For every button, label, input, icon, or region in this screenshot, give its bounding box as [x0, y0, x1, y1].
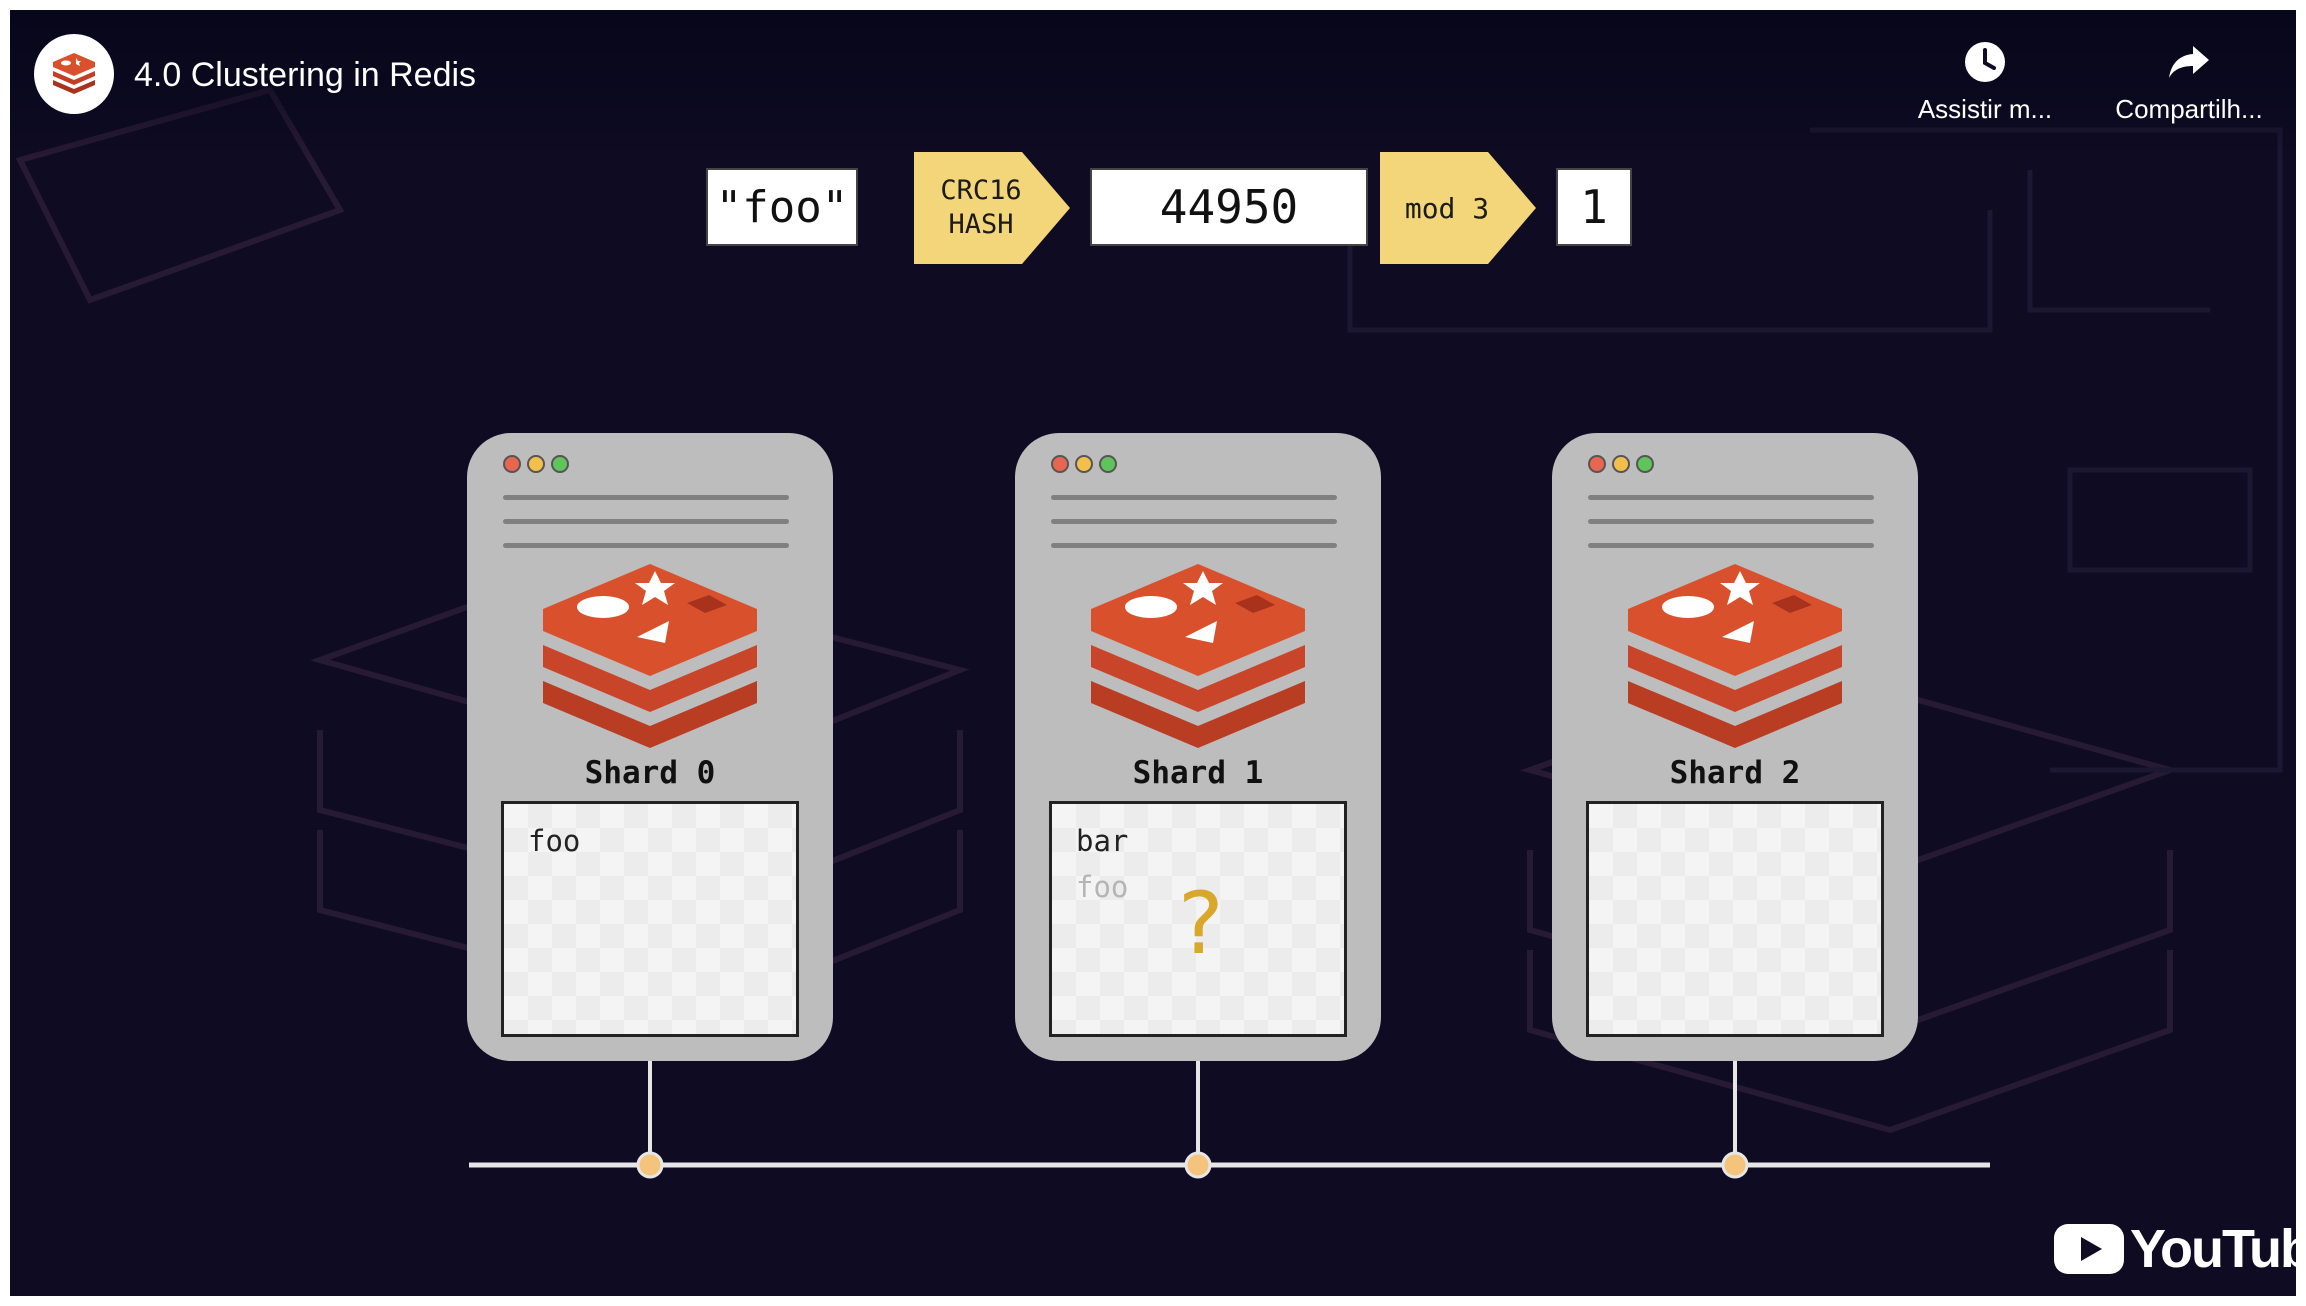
share-label: Compartilh...: [2115, 94, 2263, 124]
maximize-dot: [1099, 455, 1117, 473]
window-line: [1588, 495, 1874, 500]
question-mark: ?: [1178, 874, 1224, 974]
close-dot: [1588, 455, 1606, 473]
shard-keyspace: [1586, 801, 1884, 1037]
shard-name: Shard 0: [584, 755, 716, 791]
minimize-dot: [527, 455, 545, 473]
result-box: 1: [1556, 168, 1632, 246]
window-controls: [1588, 455, 1654, 473]
close-dot: [503, 455, 521, 473]
redis-logo-icon: [1091, 564, 1305, 748]
shard-card-1: Shard 1 bar foo ?: [1015, 433, 1381, 1061]
input-key-box: "foo": [706, 168, 858, 246]
video-title[interactable]: 4.0 Clustering in Redis: [134, 56, 477, 94]
redis-logo-icon: [53, 53, 95, 94]
window-line: [503, 543, 789, 548]
shard-name: Shard 1: [1132, 755, 1264, 791]
network-bus: [469, 1058, 1990, 1179]
minimize-dot: [1612, 455, 1630, 473]
hash-value-box: 44950: [1090, 168, 1368, 246]
shard1-node-dot: [1184, 1151, 1212, 1179]
shard2-node-dot: [1721, 1151, 1749, 1179]
mod-label: mod 3: [1404, 191, 1490, 225]
redis-logo-icon: [1628, 564, 1842, 748]
shard-card-2: Shard 2: [1552, 433, 1918, 1061]
youtube-logo[interactable]: YouTube: [2054, 1218, 2296, 1280]
channel-avatar[interactable]: [34, 34, 114, 114]
maximize-dot: [1636, 455, 1654, 473]
close-dot: [1051, 455, 1069, 473]
shard-card-0: Shard 0 foo: [467, 433, 833, 1061]
minimize-dot: [1075, 455, 1093, 473]
video-player[interactable]: 4.0 Clustering in Redis Assistir m... Co…: [10, 10, 2296, 1296]
youtube-play-icon: [2054, 1224, 2124, 1274]
window-line: [503, 519, 789, 524]
maximize-dot: [551, 455, 569, 473]
share-arrow-icon: [2169, 46, 2209, 78]
watch-later-label: Assistir m...: [1917, 94, 2053, 124]
window-line: [1588, 543, 1874, 548]
shard-keyspace: bar foo ?: [1049, 801, 1347, 1037]
hash-label-line1: CRC16: [940, 175, 1022, 207]
window-line: [1588, 519, 1874, 524]
missing-key: foo: [1076, 870, 1129, 904]
redis-logo-icon: [543, 564, 757, 748]
clock-icon: [1965, 42, 2005, 82]
window-controls: [1051, 455, 1117, 473]
crc16-hash-arrow: CRC16 HASH: [914, 148, 1074, 268]
window-line: [1051, 543, 1337, 548]
stored-key: foo: [528, 824, 581, 858]
share-button[interactable]: Compartilh...: [2094, 40, 2284, 125]
stored-key: bar: [1076, 824, 1129, 858]
shard-keyspace: foo: [501, 801, 799, 1037]
window-controls: [503, 455, 569, 473]
window-line: [1051, 495, 1337, 500]
window-line: [503, 495, 789, 500]
top-bar: [10, 10, 2296, 160]
hash-label-line2: HASH: [948, 209, 1014, 240]
youtube-wordmark: YouTube: [2130, 1219, 2296, 1279]
shard0-node-dot: [636, 1151, 664, 1179]
window-line: [1051, 519, 1337, 524]
shard-name: Shard 2: [1669, 755, 1801, 791]
watch-later-button[interactable]: Assistir m...: [1890, 40, 2080, 125]
mod-arrow: mod 3: [1380, 148, 1540, 268]
